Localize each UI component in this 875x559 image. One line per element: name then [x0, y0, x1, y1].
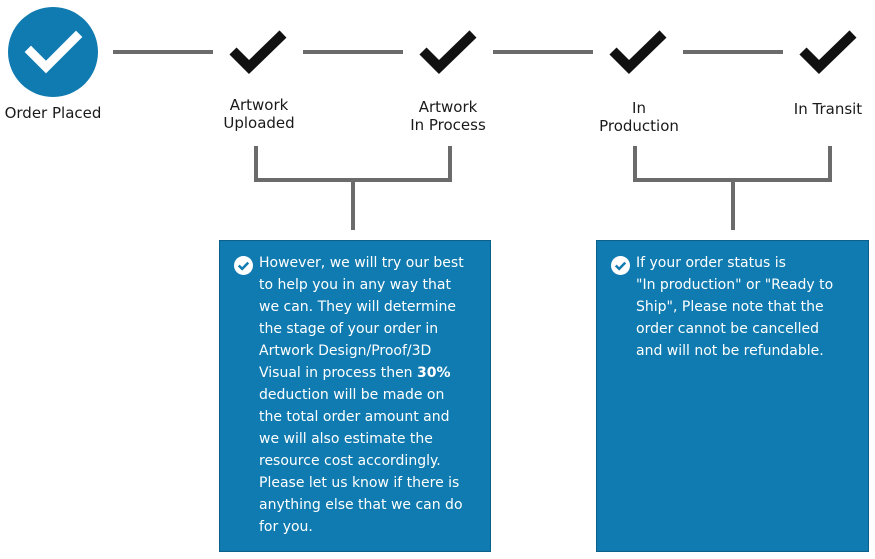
box-line: Ship", Please note that the [636, 299, 824, 315]
box-line: order cannot be cancelled [636, 321, 819, 337]
check-icon [419, 30, 477, 75]
bracket-right [633, 146, 832, 230]
box-line: Artwork Design/Proof/3D [259, 343, 432, 359]
bracket-left [254, 146, 452, 230]
check-circle-icon [234, 256, 253, 275]
box-line: If your order status is [636, 255, 786, 271]
step-label-line: Uploaded [223, 114, 295, 132]
deduction-percent: 30% [417, 365, 451, 381]
step-label-order-placed: Order Placed [3, 104, 103, 122]
check-icon [799, 30, 857, 75]
step-label-line: Production [599, 117, 679, 135]
step-label-line: In Transit [793, 100, 863, 118]
box-line: we will also estimate the [259, 431, 433, 447]
step-label-line: Artwork [418, 98, 478, 116]
check-icon [609, 30, 667, 75]
check-icon [229, 30, 287, 75]
step-label-line: Order Placed [4, 104, 102, 122]
box-line: we can. They will determine [259, 299, 457, 315]
info-box-text: If your order status is "In production" … [636, 252, 858, 362]
step-label-line: In Process [410, 116, 486, 134]
check-circle-icon [611, 256, 630, 275]
box-line: the stage of your order in [259, 321, 439, 337]
box-line: and will not be refundable. [636, 343, 824, 359]
check-circle-icon [8, 7, 98, 97]
step-label-in-production: In Production [589, 99, 689, 135]
step-label-artwork-in-process: Artwork In Process [398, 98, 498, 134]
step-label-line: In [632, 99, 646, 117]
box-line: resource cost accordingly. [259, 453, 441, 469]
box-line-highlight-row: Visual in process then 30% [259, 362, 480, 384]
box-line: However, we will try our best [259, 255, 464, 271]
step-label-artwork-uploaded: Artwork Uploaded [209, 96, 309, 132]
box-line: the total order amount and [259, 409, 450, 425]
info-box-text: However, we will try our best to help yo… [259, 252, 480, 538]
box-line: to help you in any way that [259, 277, 451, 293]
box-line: deduction will be made on [259, 387, 445, 403]
step-label-line: Artwork [229, 96, 289, 114]
step-label-in-transit: In Transit [778, 100, 875, 118]
box-line: "In production" or "Ready to [636, 277, 834, 293]
info-box-production: If your order status is "In production" … [596, 240, 869, 552]
info-box-artwork: However, we will try our best to help yo… [219, 240, 491, 552]
box-line: anything else that we can do [259, 497, 463, 513]
box-line: for you. [259, 519, 313, 535]
box-line: Please let us know if there is [259, 475, 460, 491]
box-line: Visual in process then [259, 365, 418, 381]
